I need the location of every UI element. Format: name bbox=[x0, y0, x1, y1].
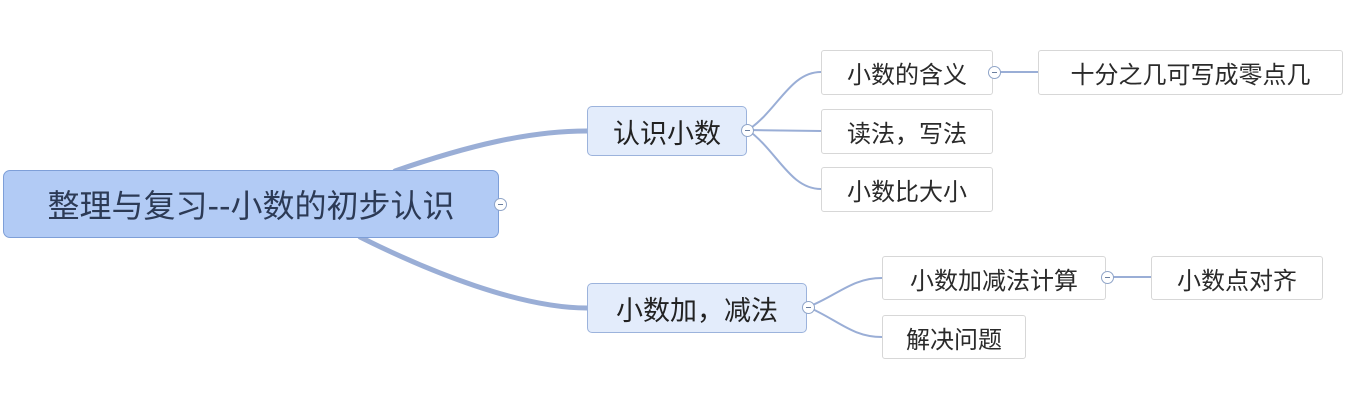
connector-recognize-to-compare bbox=[747, 129, 822, 190]
collapse-add-subtract-toggle-icon[interactable] bbox=[802, 301, 815, 314]
connector-recognize-to-read-write bbox=[747, 129, 822, 132]
subtopic-add-subtract-calculation[interactable]: 小数加减法计算 bbox=[882, 256, 1106, 300]
connector-add-subtract-to-problem-solving bbox=[807, 306, 883, 338]
subtopic-read-write[interactable]: 读法，写法 bbox=[821, 109, 993, 154]
subtopic-label: 小数比大小 bbox=[847, 178, 967, 206]
root-topic[interactable]: 整理与复习--小数的初步认识 bbox=[3, 170, 499, 238]
subtopic-align-decimal-points[interactable]: 小数点对齐 bbox=[1151, 256, 1323, 300]
connector-root-to-recognize bbox=[392, 128, 590, 174]
subtopic-label: 小数加减法计算 bbox=[910, 266, 1078, 295]
collapse-root-toggle-icon[interactable] bbox=[494, 198, 507, 211]
subtopic-label: 小数的含义 bbox=[847, 61, 967, 89]
connector-root-to-add-subtract bbox=[357, 234, 590, 311]
subtopic-compare-decimals[interactable]: 小数比大小 bbox=[821, 167, 993, 212]
connector-recognize-to-meaning bbox=[747, 71, 822, 131]
topic-label: 认识小数 bbox=[613, 118, 721, 150]
subtopic-label: 小数点对齐 bbox=[1177, 266, 1297, 295]
subtopic-label: 读法，写法 bbox=[847, 120, 967, 148]
subtopic-decimal-meaning[interactable]: 小数的含义 bbox=[821, 50, 993, 95]
root-topic-label: 整理与复习--小数的初步认识 bbox=[47, 187, 455, 225]
subtopic-problem-solving[interactable]: 解决问题 bbox=[882, 315, 1026, 359]
topic-decimal-add-subtract[interactable]: 小数加，减法 bbox=[587, 283, 807, 333]
subtopic-label: 解决问题 bbox=[906, 325, 1002, 354]
connector-add-subtract-to-calculation bbox=[807, 277, 883, 308]
topic-recognize-decimals[interactable]: 认识小数 bbox=[587, 106, 747, 156]
collapse-calculation-toggle-icon[interactable] bbox=[1101, 271, 1114, 284]
topic-label: 小数加，减法 bbox=[616, 295, 778, 327]
collapse-recognize-decimals-toggle-icon[interactable] bbox=[741, 124, 754, 137]
collapse-decimal-meaning-toggle-icon[interactable] bbox=[988, 66, 1001, 79]
subtopic-tenths-as-decimals[interactable]: 十分之几可写成零点几 bbox=[1038, 50, 1343, 95]
subtopic-label: 十分之几可写成零点几 bbox=[1070, 61, 1311, 89]
